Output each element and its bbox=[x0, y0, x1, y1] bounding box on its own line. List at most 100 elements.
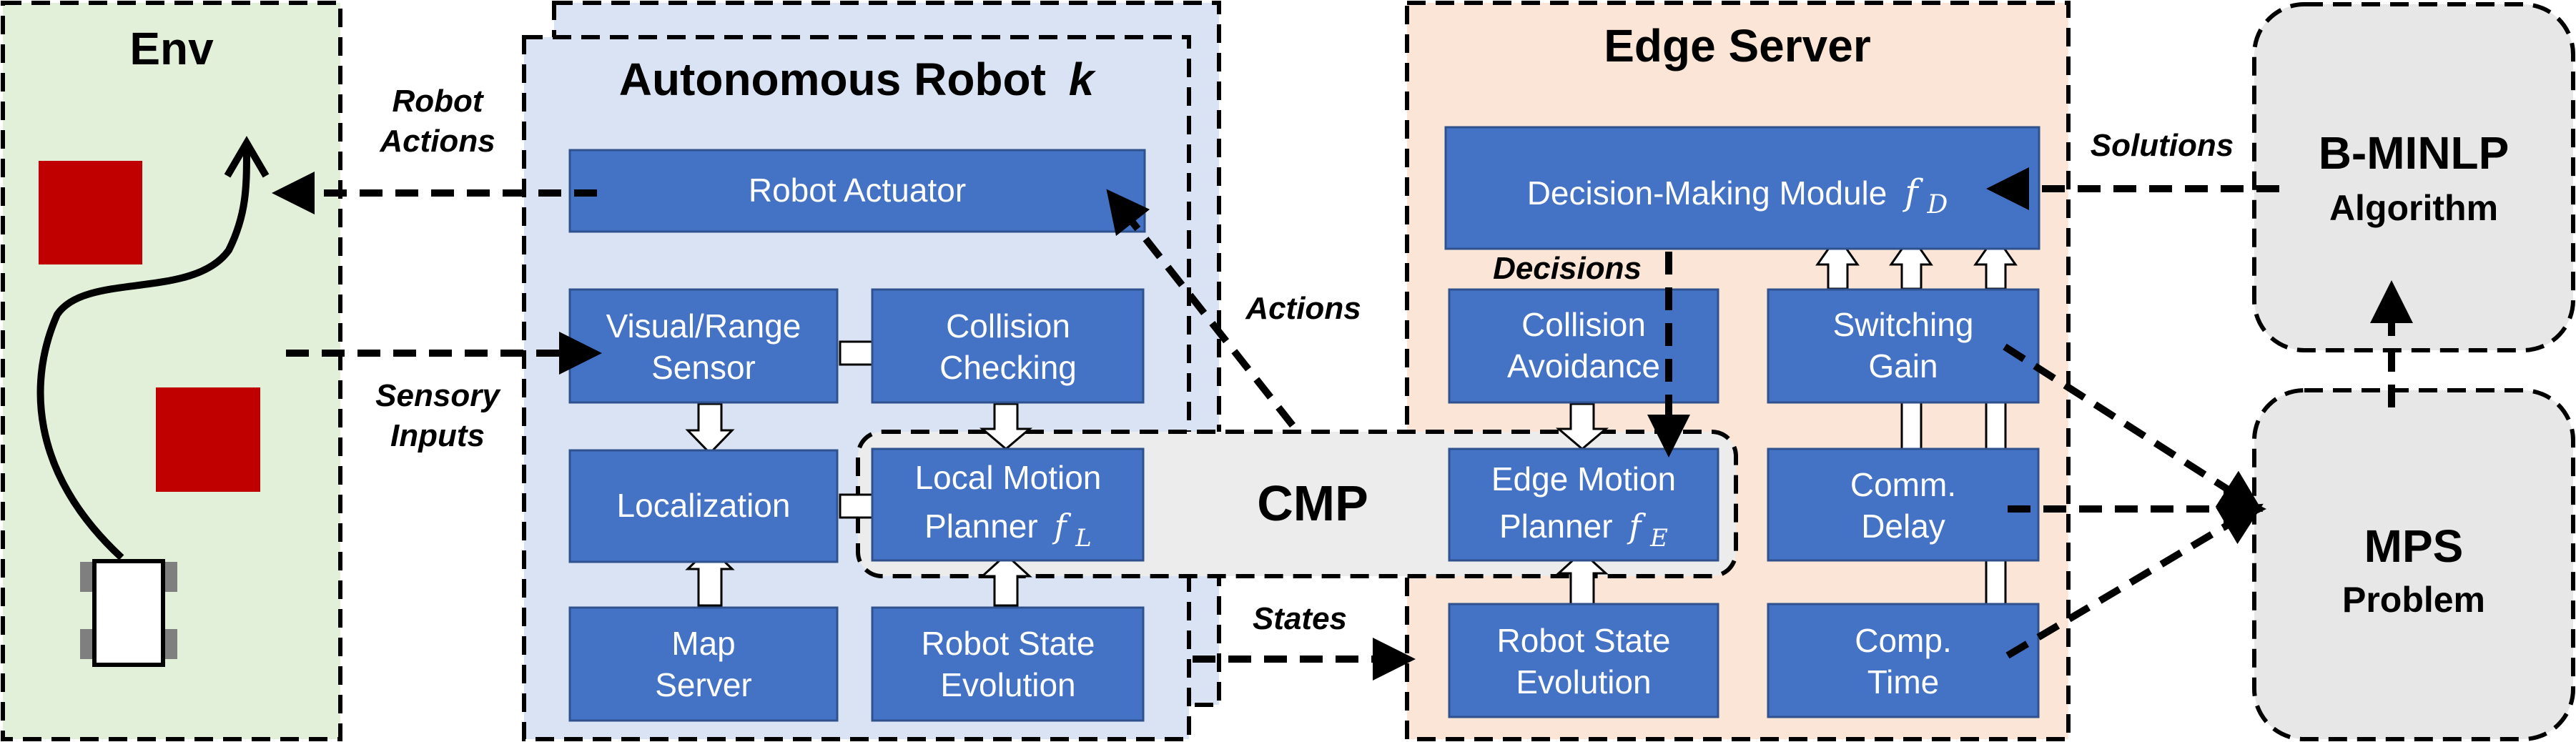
edge-planner-rect bbox=[1448, 447, 1719, 562]
mps-panel-bg bbox=[2252, 388, 2575, 741]
sensor-block: Visual/Range Sensor bbox=[568, 288, 839, 404]
flow-labels: Robot Actions Sensory Inputs Actions Sta… bbox=[375, 84, 2234, 636]
block-arrow-sensor-to-localization bbox=[685, 402, 735, 455]
comp-time-rect bbox=[1767, 603, 2040, 718]
mps-panel: MPS Problem bbox=[2252, 388, 2575, 741]
edge-planner-label-2-text: Planner bbox=[1499, 508, 1613, 545]
collision-avoidance-rect bbox=[1448, 288, 1719, 404]
arrow-actions bbox=[1106, 189, 1296, 428]
decision-module-block: Decision-Making Module f D bbox=[1444, 126, 2040, 250]
comp-time-block: Comp. Time bbox=[1767, 603, 2040, 718]
connector-switching-delay-left bbox=[1900, 400, 1923, 452]
collision-checking-block: Collision Checking bbox=[871, 288, 1145, 404]
local-planner-label-1: Local Motion bbox=[915, 459, 1102, 496]
label-robot-actions-1: Robot bbox=[392, 84, 484, 119]
edge-planner-label-2: Planner f E bbox=[1499, 507, 1668, 553]
sensor-label-2: Sensor bbox=[651, 349, 756, 386]
env-scene bbox=[36, 136, 270, 667]
collision-checking-rect bbox=[871, 288, 1145, 404]
collision-checking-label-1: Collision bbox=[946, 307, 1070, 345]
local-planner-rect bbox=[871, 447, 1145, 562]
decision-module-symbol: f bbox=[1902, 172, 1923, 213]
block-arrow-collision-to-planner bbox=[979, 402, 1033, 450]
block-arrow-gain-to-decision-1 bbox=[1815, 234, 1860, 290]
block-arrow-gain-to-decision-3 bbox=[1973, 234, 2018, 290]
edge-state-evolution-label-2: Evolution bbox=[1516, 663, 1651, 701]
map-server-rect bbox=[568, 606, 839, 722]
edge-blocks: Decision-Making Module f D Collision Avo… bbox=[1444, 126, 2040, 718]
cmp-label: CMP bbox=[1257, 475, 1368, 531]
comm-delay-label-1: Comm. bbox=[1850, 466, 1956, 503]
edge-planner-block: Edge Motion Planner f E bbox=[1448, 447, 1719, 562]
mps-title: MPS bbox=[2364, 520, 2464, 572]
comm-delay-rect bbox=[1767, 447, 2040, 562]
edge-planner-label-1: Edge Motion bbox=[1491, 460, 1676, 498]
comp-time-label-2: Time bbox=[1867, 663, 1940, 701]
local-planner-block: Local Motion Planner f L bbox=[871, 447, 1145, 562]
robot-blocks: Robot Actuator Visual/Range Sensor Colli… bbox=[568, 149, 1146, 722]
arrow-comp-to-mps bbox=[2005, 503, 2264, 659]
robot-state-evolution-label-1: Robot State bbox=[922, 625, 1095, 662]
label-sensory-inputs-1: Sensory bbox=[375, 378, 501, 413]
bminlp-title: B-MINLP bbox=[2319, 127, 2510, 179]
robot-wheel-bl bbox=[80, 629, 94, 659]
collision-avoidance-label-2: Avoidance bbox=[1507, 347, 1660, 385]
decision-module-rect bbox=[1444, 126, 2040, 250]
robot-title-text: Autonomous Robot bbox=[619, 54, 1046, 105]
robot-state-evolution-label-2: Evolution bbox=[940, 666, 1075, 703]
obstacle-top bbox=[39, 161, 142, 264]
edge-state-evolution-block: Robot State Evolution bbox=[1448, 603, 1719, 718]
trajectory-arrowhead bbox=[224, 136, 270, 178]
localization-rect bbox=[568, 449, 839, 563]
collision-avoidance-label-1: Collision bbox=[1521, 306, 1646, 343]
label-actions: Actions bbox=[1245, 291, 1361, 326]
label-sensory-inputs-2: Inputs bbox=[390, 418, 485, 453]
decision-module-label: Decision-Making Module f D bbox=[1527, 172, 1948, 219]
label-decisions: Decisions bbox=[1493, 251, 1642, 286]
bminlp-subtitle: Algorithm bbox=[2329, 188, 2498, 228]
robot-state-evolution-rect bbox=[871, 606, 1145, 722]
edge-title: Edge Server bbox=[1604, 20, 1871, 71]
block-arrow-avoidance-to-edge-planner bbox=[1555, 402, 1609, 450]
comm-delay-label-2: Delay bbox=[1861, 508, 1945, 545]
obstacle-bottom bbox=[156, 387, 260, 492]
comp-time-label-1: Comp. bbox=[1855, 622, 1951, 659]
dashed-arrows bbox=[272, 167, 2413, 681]
sensor-label-1: Visual/Range bbox=[606, 307, 801, 345]
arrow-gain-to-mps bbox=[2003, 343, 2264, 513]
robot-wheel-br bbox=[163, 629, 177, 659]
edge-state-evolution-rect bbox=[1448, 603, 1719, 718]
label-solutions: Solutions bbox=[2091, 128, 2234, 163]
local-planner-subscript: L bbox=[1075, 524, 1092, 553]
robot-trajectory bbox=[36, 149, 250, 560]
collision-avoidance-block: Collision Avoidance bbox=[1448, 288, 1719, 404]
label-robot-actions-2: Actions bbox=[379, 124, 495, 159]
local-planner-label-2: Planner f L bbox=[924, 507, 1092, 553]
switching-gain-block: Switching Gain bbox=[1767, 288, 2040, 404]
block-arrow-state-to-planner bbox=[979, 553, 1032, 607]
localization-block: Localization bbox=[568, 449, 839, 563]
local-planner-symbol: f bbox=[1052, 507, 1071, 545]
robot-title-var: k bbox=[1069, 54, 1097, 105]
robot-wheel-tl bbox=[80, 562, 94, 592]
decision-module-subscript: D bbox=[1926, 190, 1948, 219]
switching-gain-rect bbox=[1767, 288, 2040, 404]
block-arrow-edge-state-to-edge-planner bbox=[1556, 550, 1609, 607]
map-server-label-2: Server bbox=[655, 666, 751, 703]
sensor-rect bbox=[568, 288, 839, 404]
edge-planner-symbol: f bbox=[1627, 507, 1646, 545]
robot-title: Autonomous Robot k bbox=[619, 54, 1097, 105]
local-planner-label-2-text: Planner bbox=[924, 508, 1038, 545]
switching-gain-label-1: Switching bbox=[1833, 306, 1974, 343]
env-panel: Env bbox=[1, 1, 342, 741]
robot-actuator-rect bbox=[568, 149, 1146, 233]
edge-planner-subscript: E bbox=[1649, 524, 1668, 553]
bminlp-panel: B-MINLP Algorithm bbox=[2252, 2, 2575, 352]
robot-actuator-block: Robot Actuator bbox=[568, 149, 1146, 233]
env-title: Env bbox=[129, 23, 214, 74]
connector-delay-comp-right bbox=[1985, 556, 2007, 608]
bminlp-panel-bg bbox=[2252, 2, 2575, 352]
robot-body bbox=[92, 559, 165, 667]
decision-module-label-text: Decision-Making Module bbox=[1527, 174, 1887, 212]
